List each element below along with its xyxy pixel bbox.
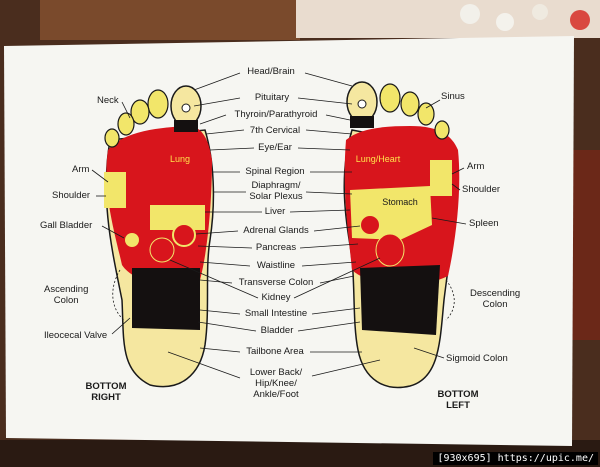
label-bottom-right: BOTTOM RIGHT [85,381,127,404]
right-foot-adrenal-zone [172,223,196,247]
label-pancreas: Pancreas [255,242,297,253]
right-foot-big-toe-band [174,120,198,132]
label-descending-colon: Descending Colon [470,288,521,310]
label-waistline: Waistline [256,260,296,271]
left-foot-kidney-zone [375,233,405,267]
label-arm-right: Arm [467,161,485,172]
flower-decoration [532,4,548,20]
left-foot-toe [379,83,401,113]
label-small-intestine: Small Intestine [244,308,308,319]
label-bottom-left: BOTTOM LEFT [437,389,479,412]
right-chair [572,150,600,340]
top-wood-strip [40,0,300,40]
label-diaphragm: Diaphragm/ Solar Plexus [249,180,303,202]
left-foot-intestine-zone [360,265,440,335]
label-ileocecal-valve: Ileocecal Valve [44,330,108,341]
label-ascending-colon: Ascending Colon [44,284,89,306]
lung-heart-region-label: Lung/Heart [355,154,401,164]
label-shoulder-right: Shoulder [462,184,501,195]
left-foot-toe [400,91,420,117]
label-sigmoid-colon: Sigmoid Colon [446,353,508,364]
label-lower-back: Lower Back/ Hip/Knee/ Ankle/Foot [249,367,303,400]
flower-decoration [570,10,590,30]
label-spinal-region: Spinal Region [245,166,305,177]
label-arm-left: Arm [72,164,90,175]
label-neck: Neck [97,95,119,106]
flower-decoration [496,13,514,31]
right-foot-intestine-zone [132,268,200,330]
left-foot [343,81,460,389]
label-transverse-colon: Transverse Colon [238,277,314,288]
right-foot-toe [104,128,120,148]
label-liver: Liver [264,206,286,217]
stomach-region-label: Stomach [382,197,418,207]
label-shoulder-left: Shoulder [52,190,91,201]
left-foot-pituitary-dot [357,99,367,109]
right-foot-toe [147,89,169,119]
right-foot-toe [117,112,135,136]
label-bladder: Bladder [260,325,294,336]
label-pituitary: Pituitary [254,92,290,103]
label-gall-bladder: Gall Bladder [40,220,93,231]
right-foot-toe [130,99,150,125]
label-head-brain: Head/Brain [247,66,295,77]
label-eye-ear: Eye/Ear [258,142,292,153]
top-photo-print [296,0,600,38]
label-sinus: Sinus [441,91,465,102]
leader-lines [91,72,467,379]
label-kidney: Kidney [261,292,291,303]
lung-region-label: Lung [169,154,191,164]
right-foot-shoulder-zone [104,172,126,208]
flower-decoration [460,4,480,24]
label-thyroid: Thyroin/Parathyroid [234,109,318,120]
right-foot-gall-zone [125,233,139,247]
left-foot-toe [434,120,450,140]
label-adrenal-glands: Adrenal Glands [243,225,309,236]
left-foot-big-toe-band [350,116,374,128]
label-spleen: Spleen [469,218,499,229]
left-foot-toe [417,102,435,126]
left-foot-shoulder-zone [430,160,452,196]
right-foot [104,85,215,388]
right-foot-pituitary-dot [181,103,191,113]
left-foot-adrenal-zone [359,214,381,236]
watermark-text: [930x695] https://upic.me/ [433,452,598,465]
label-7th-cervical: 7th Cervical [249,125,301,136]
label-tailbone-area: Tailbone Area [246,346,304,357]
right-foot-kidney-zone [149,237,175,263]
